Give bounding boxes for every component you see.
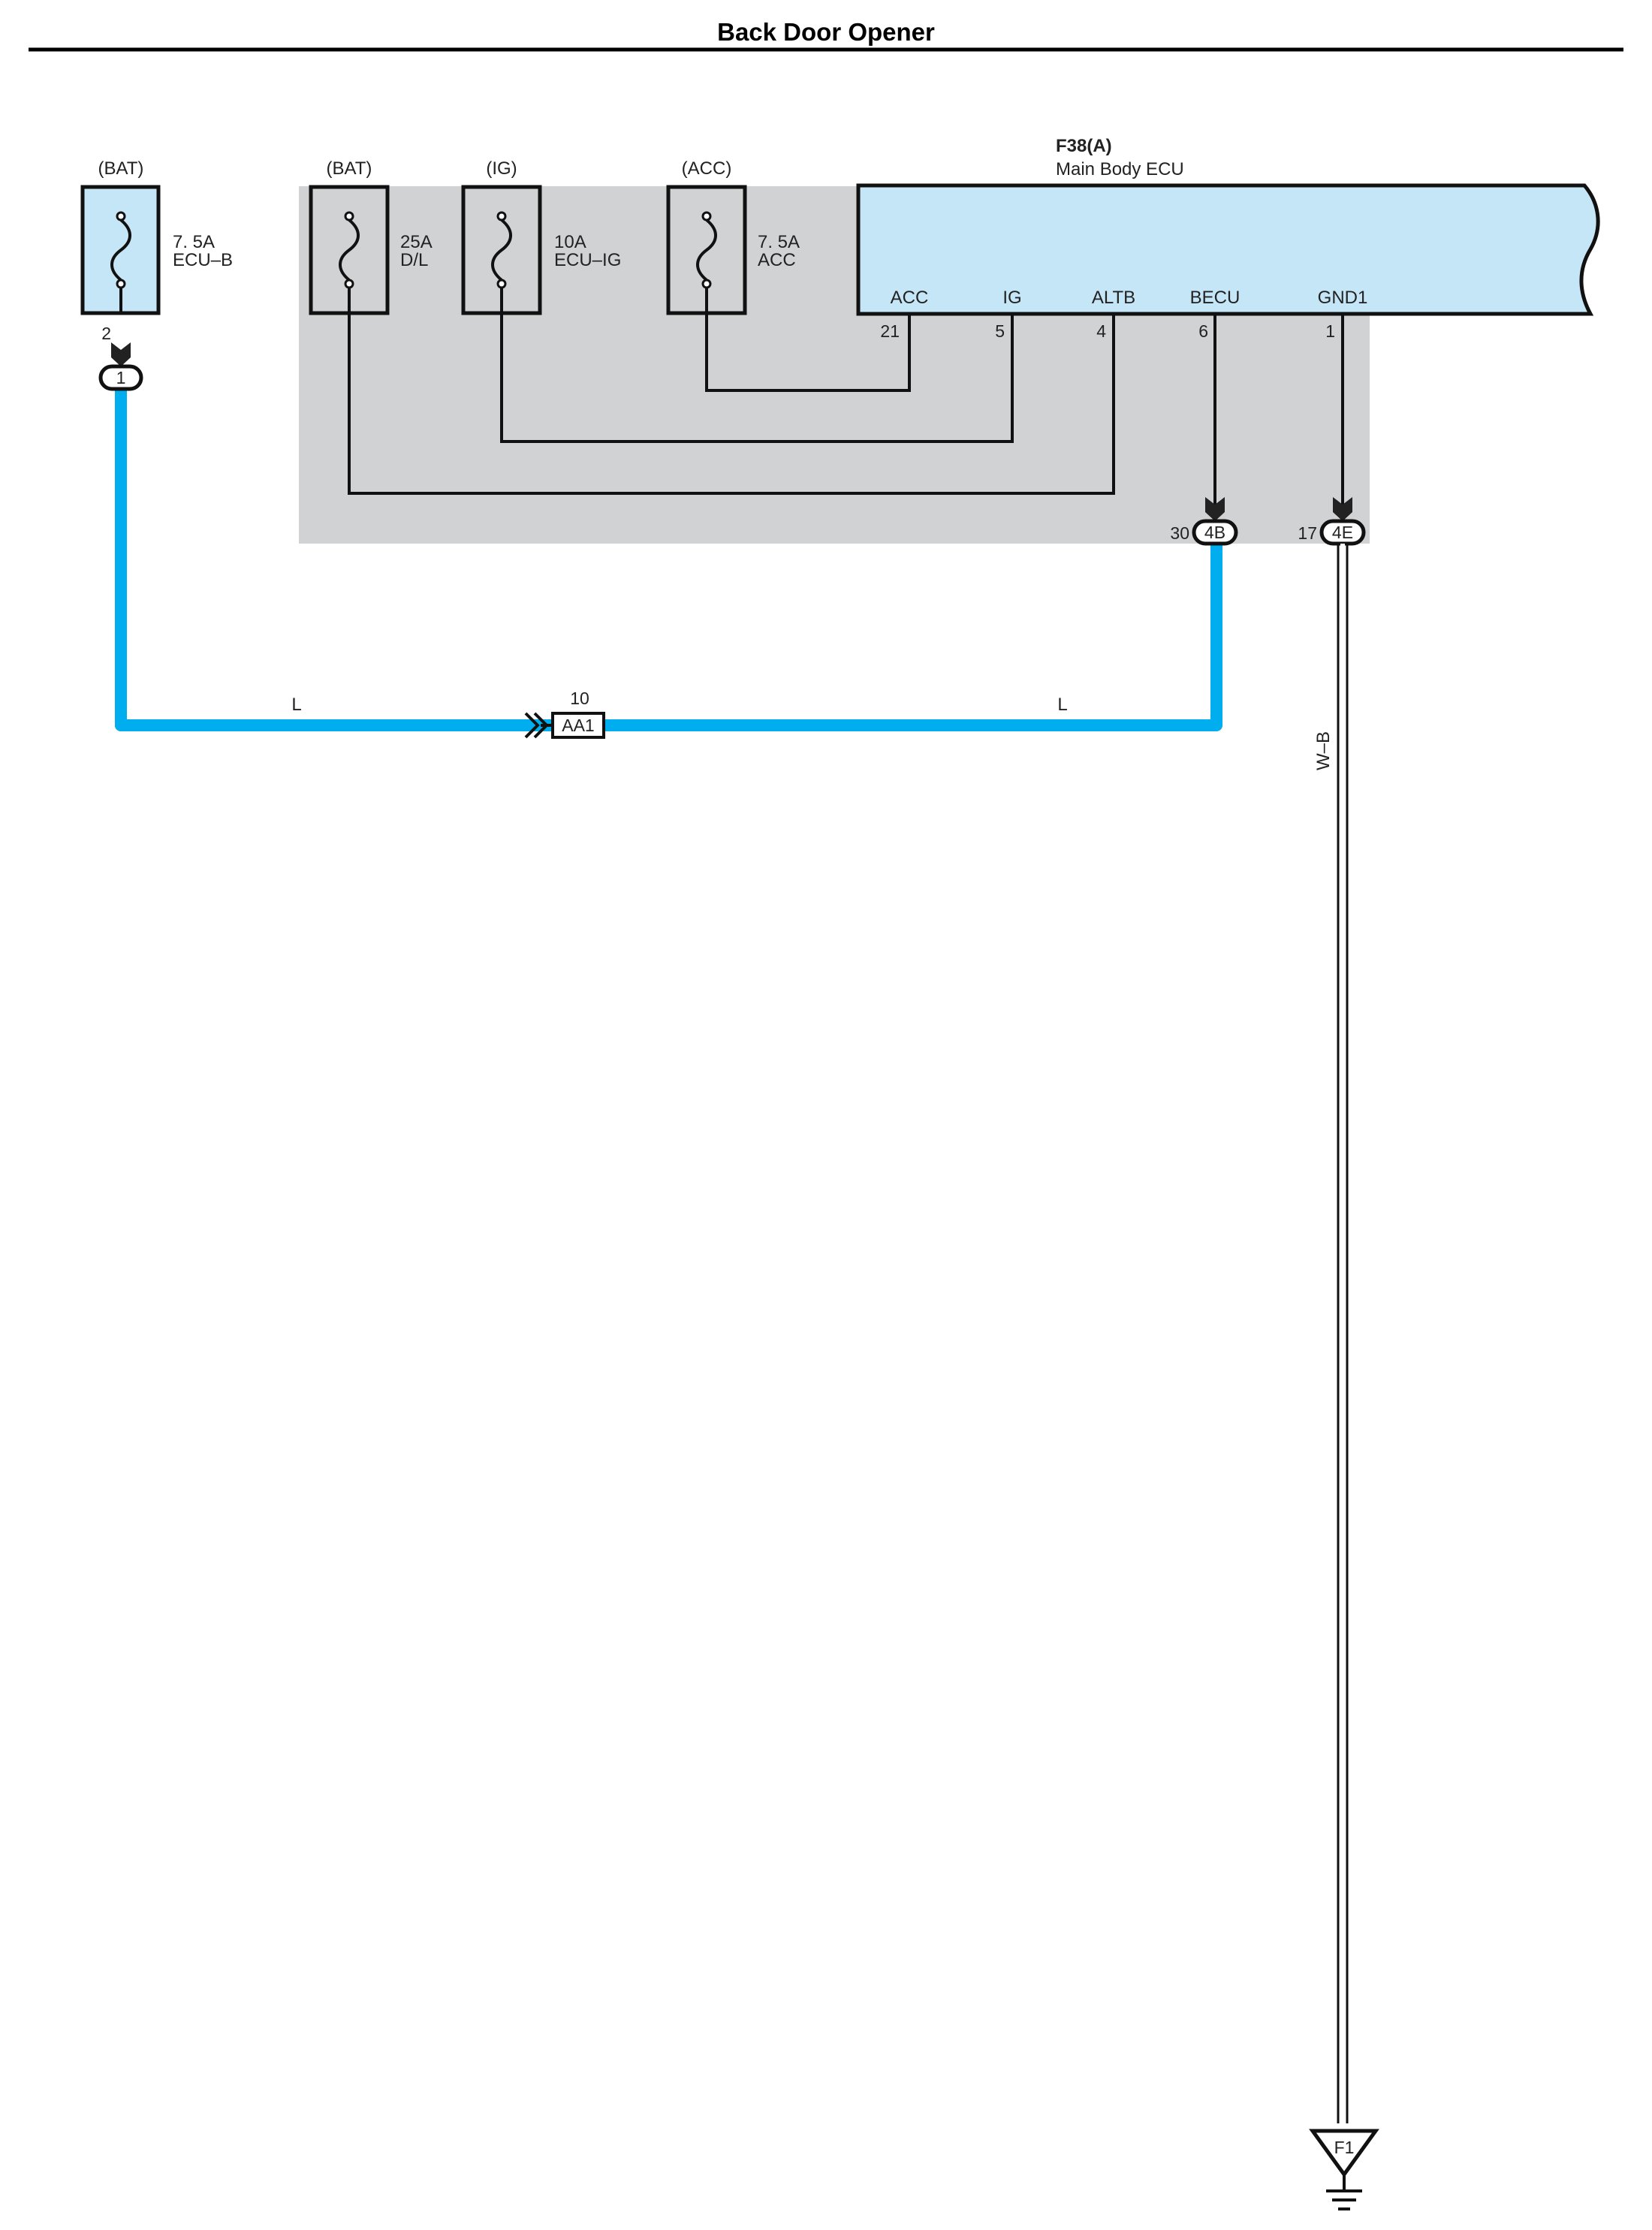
page-title: Back Door Opener [717, 18, 935, 46]
fuse-dl-name: D/L [400, 250, 428, 270]
wire-altb [348, 288, 1115, 495]
connector-4e-pin: 17 [1298, 523, 1317, 543]
connector-1 [98, 342, 143, 391]
ecu-terminal-acc: ACC [891, 288, 929, 308]
ground-wire-color-label: W–B [1313, 731, 1334, 770]
wire-l-blue-right [599, 536, 1222, 731]
connector-4b-pin: 30 [1170, 523, 1189, 543]
main-body-ecu-box [856, 183, 1600, 316]
wire-ground-wb [1337, 544, 1349, 2123]
wire-acc [705, 288, 911, 392]
ground-point-f1 [1309, 2129, 1379, 2210]
ecu-terminal-ig: IG [1002, 288, 1021, 308]
connector-4e-id: 4E [1332, 523, 1353, 542]
ecu-terminal-becu: BECU [1190, 288, 1241, 308]
fuse1-pin-number: 2 [101, 324, 111, 343]
wire-ig [500, 288, 1014, 443]
ecu-terminal-altb: ALTB [1092, 288, 1135, 308]
ecu-pin-ig: 5 [995, 321, 1005, 341]
connector-4b-id: 4B [1204, 523, 1225, 542]
fuse-acc-name: ACC [758, 250, 796, 270]
ecu-name-label: Main Body ECU [1056, 159, 1184, 179]
ecu-pin-altb: 4 [1096, 321, 1106, 341]
fuse-ecu-b-name: ECU–B [173, 250, 233, 270]
fuse-ecu-b-rating: 7. 5A [173, 232, 215, 252]
ecu-terminal-gnd1: GND1 [1318, 288, 1368, 308]
connector-aa1-pin: 10 [570, 689, 589, 708]
wire-right-color-label: L [1057, 695, 1067, 715]
fuse-ecu-b-supply: (BAT) [98, 158, 144, 179]
ground-f1-label: F1 [1334, 2138, 1355, 2157]
fuse-acc-supply: (ACC) [682, 158, 732, 179]
fuse-ecu-ig-supply: (IG) [486, 158, 517, 179]
fuse-ecu-ig-name: ECU–IG [554, 250, 621, 270]
connector-4b [1192, 497, 1238, 546]
fuse-dl-rating: 25A [400, 232, 433, 252]
fuse-ecu-b [80, 185, 161, 315]
wire-left-color-label: L [291, 695, 301, 715]
ecu-pin-gnd1: 1 [1325, 321, 1335, 341]
fuse-acc-rating: 7. 5A [758, 232, 800, 252]
fuse-ecu-ig-rating: 10A [554, 232, 586, 252]
fuse-dl-supply: (BAT) [327, 158, 372, 179]
connector-aa1 [524, 712, 605, 739]
ecu-pin-acc: 21 [880, 321, 900, 341]
ecu-ref-label: F38(A) [1056, 136, 1112, 156]
wire-l-blue-left [115, 381, 535, 731]
connector-aa1-id: AA1 [562, 716, 594, 735]
ecu-pin-becu: 6 [1198, 321, 1208, 341]
connector-1-label: 1 [116, 368, 126, 387]
